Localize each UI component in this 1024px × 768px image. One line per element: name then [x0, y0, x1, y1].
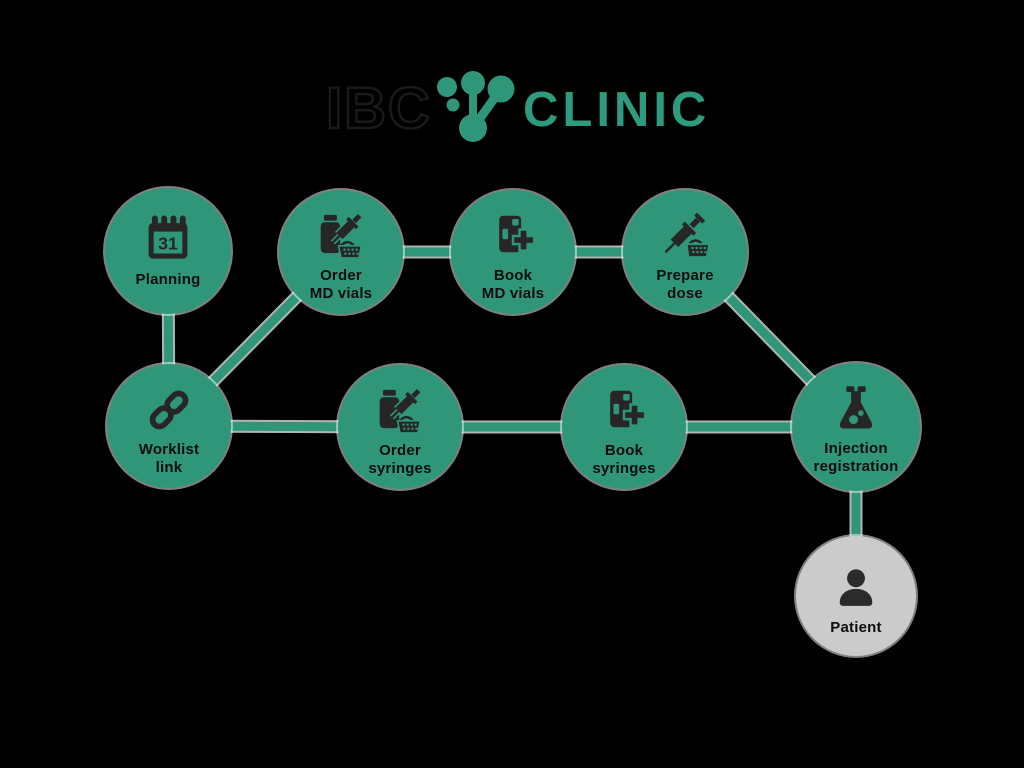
flask-icon [830, 383, 882, 435]
node-label-line: Order [379, 442, 421, 459]
calendar-icon: 31 [141, 214, 195, 266]
node-label-patient: Patient [830, 619, 881, 637]
logo-clinic-text: CLINIC [523, 83, 710, 137]
node-label-line: Worklist [138, 441, 200, 458]
node-label-line: registration [813, 458, 899, 475]
node-label-line: syringes [592, 460, 656, 477]
node-label-line: syringes [368, 460, 432, 477]
person-icon [830, 562, 882, 614]
molecule-icon [437, 71, 515, 142]
node-label-line: MD vials [481, 285, 545, 302]
node-label-line: link [155, 459, 183, 476]
node-label-line: Book [604, 442, 644, 459]
node-label-line: Book [493, 267, 533, 284]
book-plus-icon [598, 385, 650, 437]
node-label-line: Patient [830, 619, 882, 636]
book-plus-icon [487, 210, 539, 262]
syringe-basket-icon [659, 210, 711, 262]
order-basket-icon [315, 210, 367, 262]
logo-ibc-text: IBC [326, 76, 432, 141]
node-label-line: Injection [824, 440, 888, 457]
svg-text:31: 31 [158, 233, 178, 253]
node-label-line: Order [320, 267, 362, 284]
node-label-line: Planning [135, 271, 201, 288]
node-label-planning: Planning [136, 271, 201, 289]
node-label-line: dose [667, 285, 703, 302]
chain-link-icon [143, 384, 195, 436]
order-basket-icon [374, 385, 426, 437]
node-label-line: MD vials [309, 285, 373, 302]
node-label-line: Prepare [656, 267, 714, 284]
node-patient: Patient [796, 536, 916, 656]
logo: IBC CLINIC [310, 56, 730, 148]
